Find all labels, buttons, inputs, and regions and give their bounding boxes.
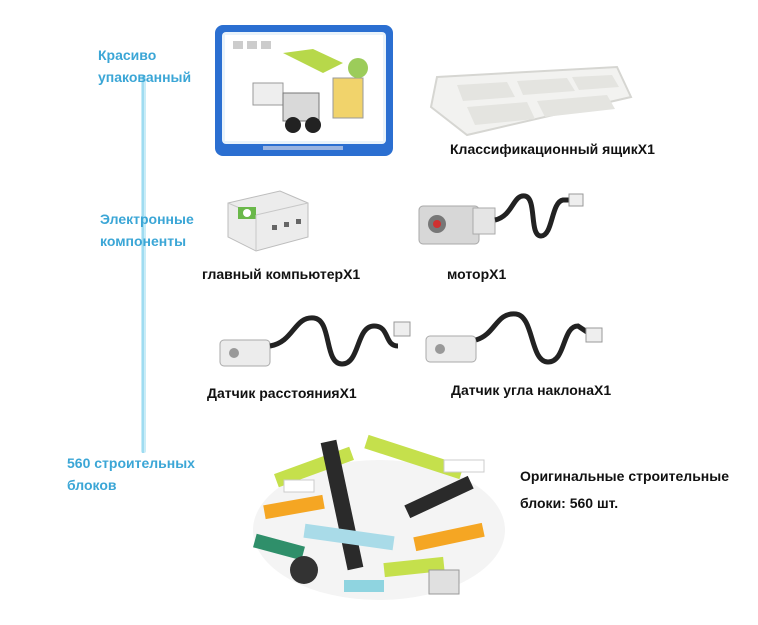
category-electronics-line1: Электронные	[100, 211, 194, 227]
sorting-tray-image	[429, 65, 633, 137]
packaging-case-image	[215, 25, 393, 156]
category-electronics: Электронные компоненты	[100, 208, 194, 252]
motor-image	[418, 193, 584, 245]
category-blocks-line1: 560 строительных	[67, 455, 195, 471]
category-blocks-line2: блоков	[67, 477, 117, 493]
motor-label: моторX1	[447, 266, 507, 282]
tilt-sensor-label: Датчик угла наклонаX1	[451, 382, 612, 398]
tilt-sensor-image	[425, 311, 603, 365]
bricks-pile-image	[253, 434, 505, 600]
bricks-label-line2: блоки: 560 шт.	[520, 495, 619, 511]
bricks-label-line1: Оригинальные строительные	[520, 468, 730, 484]
category-electronics-line2: компоненты	[100, 233, 187, 249]
bricks-label: Оригинальные строительные блоки: 560 шт.	[520, 463, 729, 517]
timeline-line-core	[142, 75, 144, 453]
box-label: Классификационный ящикX1	[450, 141, 655, 157]
distance-sensor-image	[219, 315, 411, 367]
category-packaging-line2: упакованный	[98, 69, 192, 85]
hub-label: главный компьютерX1	[202, 266, 361, 282]
hub-image	[227, 190, 309, 252]
category-packaging-line1: Красиво	[98, 47, 157, 63]
category-blocks: 560 строительных блоков	[67, 452, 195, 496]
category-packaging: Красиво упакованный	[98, 44, 191, 88]
distance-sensor-label: Датчик расстоянияX1	[207, 385, 357, 401]
